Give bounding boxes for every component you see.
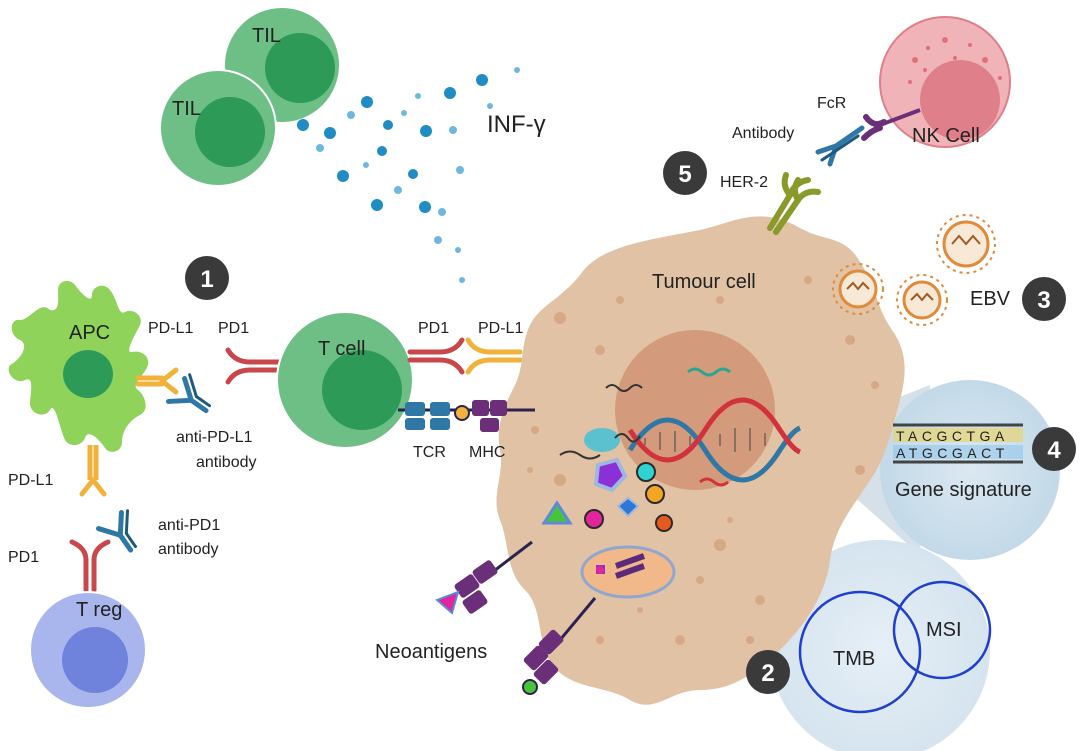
apc-label: APC [69,322,110,344]
dna-sequence-bottom: ATGCGACT [896,445,1009,461]
neoantigen-orange [645,484,665,504]
dna-sequence-top: TACGCTGA [896,428,1009,444]
anti-pdl1-antibody [166,373,211,414]
fcr-label: FcR [817,95,846,112]
mhc-loading-vesicle [580,545,676,599]
tmb-label: TMB [833,648,875,670]
marker-4-number: 4 [1047,437,1061,464]
til-label-back: TIL [252,25,281,47]
tumour-pdl1-ligand [465,337,523,375]
antibody-label: Antibody [732,125,794,142]
t-cell-label: T cell [318,338,365,360]
tcell-pd1-label: PD1 [418,320,449,337]
apc-cell [8,280,149,452]
msi-circle [892,580,992,680]
anti-pd1-label-1: anti-PD1 [158,517,220,534]
anti-pdl1-label-1: anti-PD-L1 [176,429,253,446]
ebv-virus-large [936,214,996,274]
dna-helix [627,397,802,483]
treg-pd1-label: PD1 [8,549,39,566]
til-cell-front [159,69,277,187]
apc-pdl1-ligand [135,367,179,395]
neoantigen-pentagon [593,457,628,493]
ribosome-strand [605,384,643,392]
peptide-chain [559,433,641,460]
treg-pd1-receptor [69,539,111,593]
neoantigen-mhc-2 [522,597,597,695]
mrna-strand [687,367,731,377]
marker-2-number: 2 [761,660,774,687]
tmb-msi-bubble [770,540,990,751]
ribosome [584,428,620,452]
msi-label: MSI [926,619,962,641]
apc-pdl1-top-label: PD-L1 [148,320,193,337]
neoantigen-blue-diamond [616,496,640,518]
marker-1 [185,256,229,300]
her2-antibody [815,125,865,167]
fcr-receptor [861,108,921,141]
tcell-pd1-receptor [407,337,465,375]
her2-receptor [767,172,821,235]
marker-3-number: 3 [1037,287,1050,314]
neoantigen-magenta [584,509,604,529]
ebv-label: EBV [970,288,1011,310]
til-label-front: TIL [172,98,201,120]
ifn-gamma-dots [297,67,520,283]
treg-cell [29,591,147,709]
tumour-pdl1-label: PD-L1 [478,320,523,337]
apc-pdl1-bottom-label: PD-L1 [8,472,53,489]
ebv-virus-small [896,274,948,326]
apc-pd1-label: PD1 [218,320,249,337]
mrna-strand-red [699,477,729,487]
marker-3 [1022,277,1066,321]
neoantigen-mhc-1 [435,540,533,615]
tumour-granules [527,276,879,645]
tmb-circle [798,590,922,714]
anti-pd1-label-2: antibody [158,541,219,558]
gene-signature-label: Gene signature [895,479,1032,501]
free-pd1-receptor [225,347,283,385]
anti-pdl1-label-2: antibody [196,454,257,471]
neoantigen-green-triangle [541,500,573,525]
inf-gamma-label: INF-γ [487,111,546,138]
marker-4 [1032,427,1076,471]
tumour-cell-label: Tumour cell [652,271,756,293]
tcr-label: TCR [413,444,446,461]
neoantigens-label: Neoantigens [375,641,487,663]
neoantigen-red [655,514,673,532]
ebv-virus-medium [832,263,884,315]
gene-signature-bubble [880,380,1060,560]
t-cell [276,311,414,449]
mhc-label: MHC [469,444,505,461]
marker-5 [663,151,707,195]
treg-label: T reg [76,599,122,621]
neoantigen-cyan [636,462,656,482]
marker-5-number: 5 [678,161,691,188]
her2-label: HER-2 [720,174,768,191]
anti-pd1-antibody [96,509,138,553]
gene-signature-sequence [893,423,1023,464]
marker-1-number: 1 [200,266,213,293]
marker-2 [746,650,790,694]
mhc-complex [454,400,507,432]
nk-cell-label: NK Cell [912,125,980,147]
apc-bottom-pdl1 [79,445,107,497]
